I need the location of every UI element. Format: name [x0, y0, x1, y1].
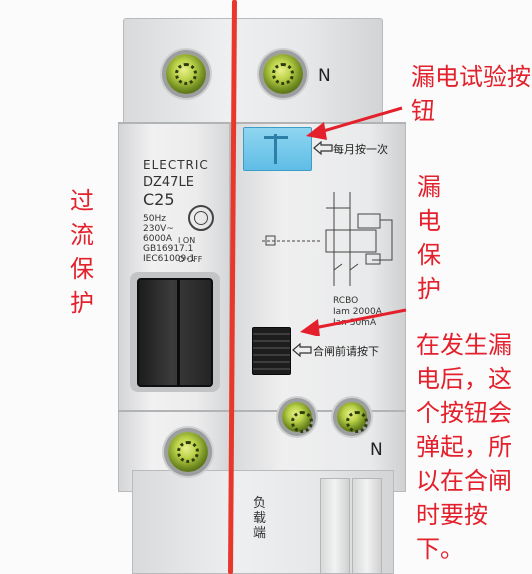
top-right-screw-icon [263, 54, 303, 94]
spec-freq: 50Hz [143, 214, 166, 224]
leakage-test-button[interactable] [243, 127, 312, 171]
housing-seam-bottom [118, 410, 406, 412]
model-label: DZ47LE [143, 175, 194, 190]
neutral-bottom-label: N [370, 440, 383, 460]
bottom-left-screw-icon [168, 432, 208, 472]
overcurrent-annotation: 过流保护 [70, 187, 94, 317]
bottom-right-screw-icon [337, 402, 368, 433]
load-end-label: 负载端 [253, 496, 267, 541]
circuit-diagram-icon [325, 192, 393, 286]
switch-on-label: I ON [178, 236, 196, 245]
breaker-bottom-housing [132, 470, 394, 574]
reset-annotation: 在发生漏电后，这个按钮会弹起，所以在合闸时要按下。 [416, 331, 512, 563]
spec-voltage: 230V~ [143, 224, 174, 234]
neutral-top-label: N [318, 66, 331, 86]
test-callout-arrow-icon [306, 106, 403, 140]
leakage-reset-button[interactable] [252, 327, 291, 375]
handle-ridge [177, 280, 180, 385]
dashed-link-icon [262, 235, 320, 246]
reset-note: 合闸前请按下 [313, 345, 379, 358]
rcbo-line-1: Iam 2000A [333, 307, 382, 317]
test-hollow-arrow-icon [313, 140, 333, 156]
test-button-annotation: 漏电试验按钮 [411, 63, 531, 125]
breaker-handle[interactable] [137, 278, 213, 387]
housing-seam-top [118, 122, 406, 124]
top-left-screw-icon [166, 54, 206, 94]
din-clip-right [352, 478, 382, 574]
leakage-annotation: 漏电保护 [417, 173, 441, 303]
rcbo-line-2: Ian 30mA [333, 318, 377, 328]
din-clip-left [320, 478, 350, 574]
ccc-certification-icon [188, 205, 214, 231]
test-note: 每月按一次 [333, 143, 388, 156]
rcbo-title: RCBO [333, 296, 359, 306]
rating-label: C25 [143, 190, 175, 209]
spec-gb: GB16917.1 [143, 244, 194, 254]
spec-iec: IEC61009-1 [143, 254, 196, 264]
switch-off-label: O OFF [178, 255, 203, 264]
bottom-mid-screw-icon [282, 402, 313, 433]
spec-breaking: 6000A [143, 234, 173, 244]
reset-hollow-arrow-icon [292, 342, 312, 358]
brand-label: ELECTRIC [143, 158, 209, 172]
reset-callout-arrow-icon [300, 308, 407, 336]
